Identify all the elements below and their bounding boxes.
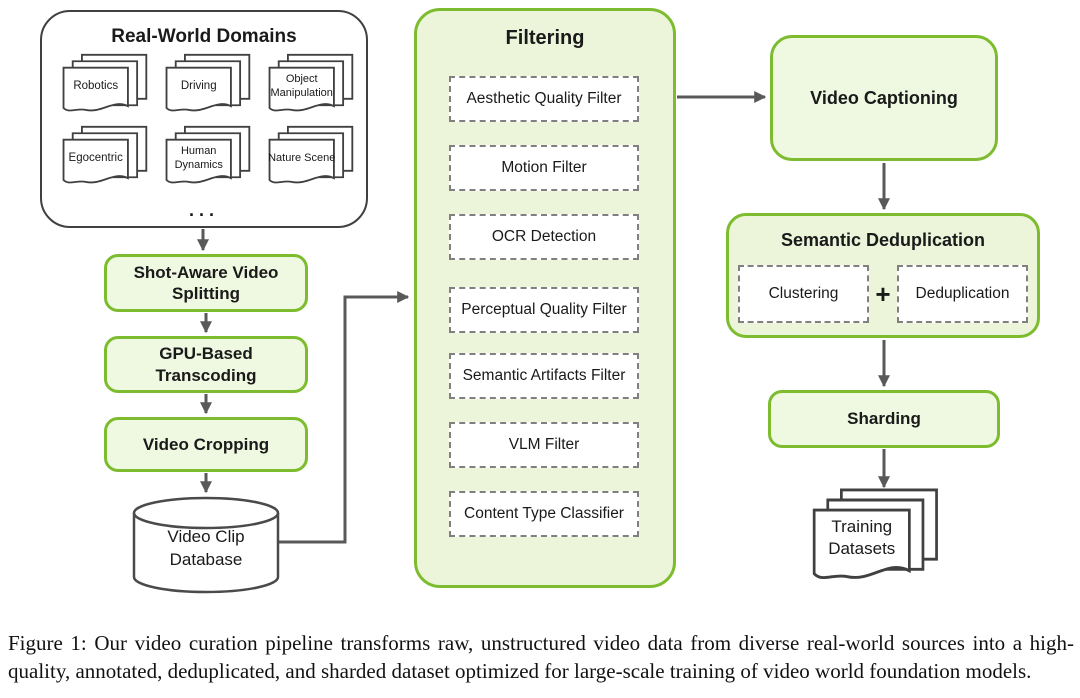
dedup-clustering-box: Clustering bbox=[738, 265, 869, 323]
document-stack-icon bbox=[268, 53, 354, 112]
connector-layer bbox=[132, 91, 890, 594]
step-sharding: Sharding bbox=[768, 390, 1000, 448]
connector-database-to-filtering bbox=[277, 291, 410, 544]
domain-label: Egocentric bbox=[68, 151, 123, 164]
domains-ellipsis: ... bbox=[188, 200, 219, 220]
domain-label: Nature Scene bbox=[268, 152, 336, 165]
document-stack-icon bbox=[62, 53, 148, 112]
document-stack-icon bbox=[62, 125, 148, 184]
document-stack-icon bbox=[812, 488, 938, 580]
figure-caption: Figure 1: Our video curation pipeline tr… bbox=[8, 631, 1074, 684]
domain-label: Robotics bbox=[73, 79, 119, 92]
filter-aesthetic-quality: Aesthetic Quality Filter bbox=[449, 76, 639, 122]
step-gpu-based-transcoding: GPU-Based Transcoding bbox=[104, 336, 308, 393]
step-video-captioning: Video Captioning bbox=[770, 35, 998, 161]
domain-stack-human-dynamics: Human Dynamics bbox=[161, 125, 253, 191]
training-datasets-label: Training Datasets bbox=[828, 516, 896, 558]
filter-motion: Motion Filter bbox=[449, 145, 639, 191]
domain-stack-robotics: Robotics bbox=[58, 53, 150, 119]
filter-perceptual-quality: Perceptual Quality Filter bbox=[449, 287, 639, 333]
filter-content-type-classifier: Content Type Classifier bbox=[449, 491, 639, 537]
real-world-domains-group: Real-World Domains ... bbox=[40, 10, 368, 228]
domains-title: Real-World Domains bbox=[111, 26, 297, 47]
filtering-title: Filtering bbox=[505, 27, 585, 49]
domain-stack-driving: Driving bbox=[161, 53, 253, 119]
filter-ocr-detection: OCR Detection bbox=[449, 214, 639, 260]
semantic-deduplication-title: Semantic Deduplication bbox=[780, 230, 986, 250]
domain-stack-egocentric: Egocentric bbox=[58, 125, 150, 191]
domain-label: Driving bbox=[180, 79, 217, 92]
dedup-deduplication-box: Deduplication bbox=[897, 265, 1028, 323]
domain-label: Object Manipulation bbox=[270, 73, 333, 99]
step-video-cropping: Video Cropping bbox=[104, 417, 308, 472]
document-stack-icon bbox=[165, 53, 251, 112]
domain-stack-object-manipulation: Object Manipulation bbox=[264, 53, 356, 119]
domain-label: Human Dynamics bbox=[174, 145, 223, 171]
filter-semantic-artifacts: Semantic Artifacts Filter bbox=[449, 353, 639, 399]
filter-vlm: VLM Filter bbox=[449, 422, 639, 468]
database-cylinder-icon bbox=[132, 496, 280, 594]
plus-icon: + bbox=[875, 278, 891, 309]
step-shot-aware-video-splitting: Shot-Aware Video Splitting bbox=[104, 254, 308, 312]
video-clip-database-label: Video Clip Database bbox=[167, 527, 245, 569]
document-stack-icon bbox=[165, 125, 251, 184]
training-datasets-stack: Training Datasets bbox=[806, 487, 942, 591]
document-stack-icon bbox=[268, 125, 354, 184]
domain-stack-nature-scene: Nature Scene bbox=[264, 125, 356, 191]
